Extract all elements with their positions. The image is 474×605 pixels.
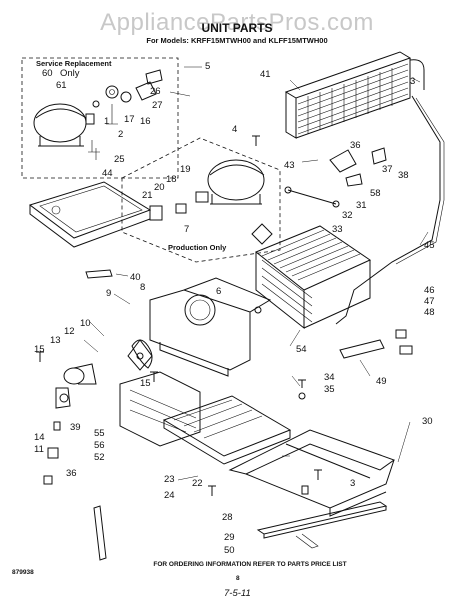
page-number: 8: [236, 575, 240, 582]
condenser-fan: [127, 339, 153, 371]
callout-2: 2: [118, 129, 123, 140]
callout-5: 5: [205, 61, 210, 72]
production-only-label: Production Only: [168, 243, 227, 252]
evaporator-coil: [251, 223, 372, 330]
callout-14: 14: [34, 432, 45, 443]
callout-26: 26: [150, 86, 161, 97]
ordering-note: FOR ORDERING INFORMATION REFER TO PARTS …: [153, 561, 346, 568]
base-frame: [228, 429, 396, 517]
callout-38: 38: [398, 170, 409, 181]
fasteners: [36, 135, 322, 496]
callout-31: 31: [356, 200, 367, 211]
callout-61: 61: [56, 80, 67, 91]
callout-30: 30: [422, 416, 433, 427]
machine-compartment: [149, 277, 272, 377]
callout-10: 10: [80, 318, 91, 329]
callout-49: 49: [376, 376, 387, 387]
callout-28: 28: [222, 512, 233, 523]
service-replacement-label: Service Replacement: [36, 59, 112, 68]
callout-41: 41: [260, 69, 271, 80]
left-small-parts: [43, 421, 107, 561]
leader-lines: [83, 66, 429, 481]
drain-pan: [28, 181, 152, 248]
service-replacement-box: Service Replacement: [21, 57, 179, 179]
callout-40: 40: [130, 272, 141, 283]
callout-43: 43: [284, 160, 295, 171]
callout-60: 60: [42, 68, 53, 79]
callout-56: 56: [94, 440, 105, 451]
base-pan: [162, 395, 292, 465]
handwritten-date: 7-5-11: [224, 588, 251, 599]
callout-47: 47: [424, 296, 435, 307]
service-small-parts: [92, 69, 163, 125]
callout-6: 6: [216, 286, 221, 297]
callout-34: 34: [324, 372, 335, 383]
callout-46: 46: [424, 285, 435, 296]
callout-44: 44: [102, 168, 113, 179]
callout-3-top: 3: [410, 76, 415, 87]
callout-16: 16: [140, 116, 151, 127]
callout-24: 24: [164, 490, 175, 501]
callout-37: 37: [382, 164, 393, 175]
callout-39: 39: [70, 422, 81, 433]
fan-motor: [55, 363, 97, 409]
callout-20: 20: [154, 182, 165, 193]
callout-7: 7: [184, 224, 189, 235]
callout-21: 21: [142, 190, 153, 201]
electrical-box: [119, 371, 201, 447]
callout-29: 29: [224, 532, 235, 543]
callout-19: 19: [180, 164, 191, 175]
condenser-coil: [284, 51, 425, 139]
tubing-parts: [284, 147, 387, 208]
relay-parts: [339, 329, 413, 359]
callout-15-left: 15: [34, 344, 45, 355]
callout-18: 18: [166, 174, 177, 185]
callout-33: 33: [332, 224, 343, 235]
callout-11: 11: [34, 444, 44, 455]
callout-4: 4: [232, 124, 237, 135]
callout-32: 32: [342, 210, 353, 221]
callout-25: 25: [114, 154, 125, 165]
callout-22: 22: [192, 478, 203, 489]
compressor-production: [149, 159, 265, 221]
callout-50: 50: [224, 545, 235, 556]
callout-numbers: 60 Only 61 5 26 27 16 2 17 25 1 4 41 3 4…: [34, 61, 435, 556]
callout-54: 54: [296, 344, 307, 355]
callout-23: 23: [164, 474, 175, 485]
watermark: AppliancePartsPros.com: [100, 9, 374, 36]
callout-45: 45: [424, 240, 435, 251]
callout-48: 48: [424, 307, 435, 318]
callout-13: 13: [50, 335, 61, 346]
callout-1: 1: [104, 116, 109, 127]
callout-58: 58: [370, 188, 381, 199]
tube-40: [85, 269, 113, 279]
callout-only: Only: [60, 68, 80, 79]
callout-3-bottom: 3: [350, 478, 355, 489]
callout-35: 35: [324, 384, 335, 395]
skid-rail: [256, 501, 388, 549]
callout-12: 12: [64, 326, 75, 337]
callout-36-left: 36: [66, 468, 77, 479]
doc-number: 879938: [12, 569, 34, 576]
callout-52: 52: [94, 452, 105, 463]
callout-36-top: 36: [350, 140, 361, 151]
drain-tube: [335, 95, 441, 325]
callout-55: 55: [94, 428, 105, 439]
production-only-box: Production Only: [121, 137, 281, 263]
callout-17: 17: [124, 114, 135, 125]
callout-9: 9: [106, 288, 111, 299]
callout-27: 27: [152, 100, 163, 111]
compressor-service: [33, 103, 100, 160]
diagram-title: UNIT PARTS: [201, 21, 272, 35]
callout-15-mid: 15: [140, 378, 151, 389]
models-line: For Models: KRFF15MTWH00 and KLFF15MTWH0…: [146, 36, 327, 45]
callout-8: 8: [140, 282, 145, 293]
